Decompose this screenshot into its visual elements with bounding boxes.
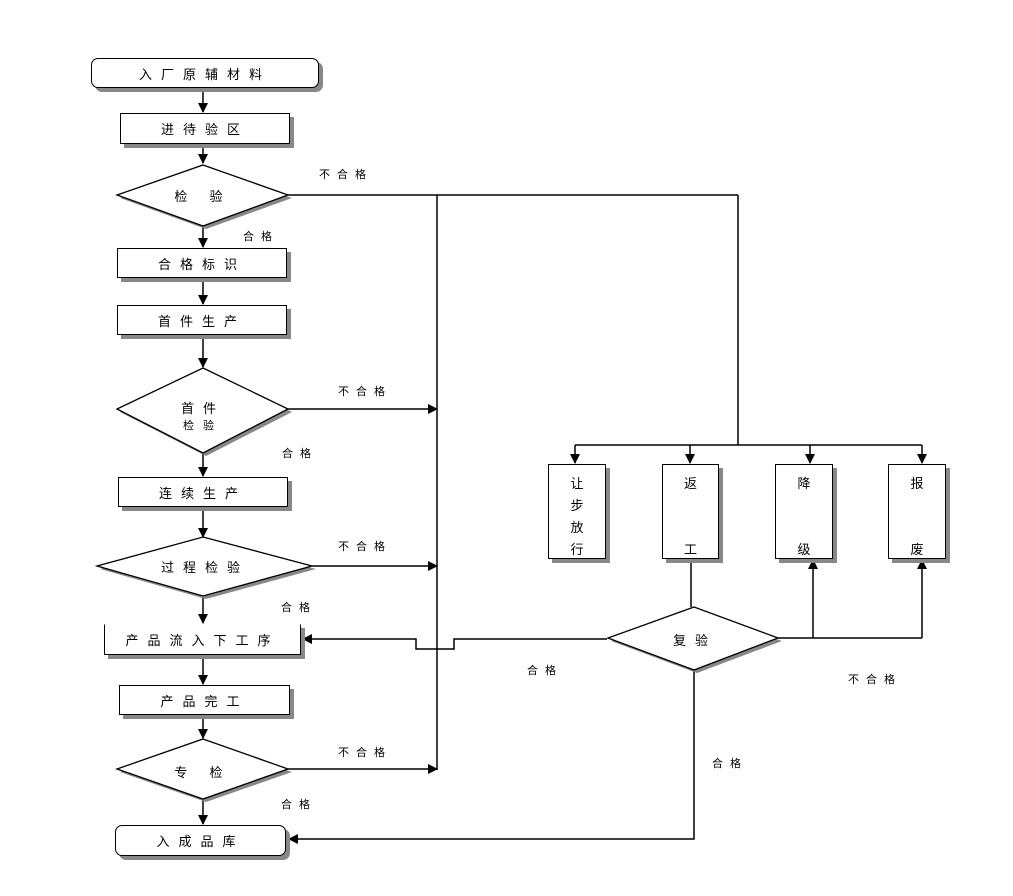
label-process-pass: 合格 — [281, 601, 317, 614]
char: 返 — [683, 477, 697, 492]
node-label: 产品完工 — [160, 694, 249, 710]
node-label: 连续生产 — [158, 486, 247, 502]
node-next-process: 产品流入下工序 — [104, 624, 301, 655]
label-process-fail: 不合格 — [338, 540, 392, 553]
node-qualified-mark: 合格标识 — [117, 248, 287, 278]
node-first-piece-production: 首件生产 — [117, 305, 287, 335]
node-continuous-production: 连续生产 — [118, 477, 288, 507]
diamond-first-piece-inspection — [115, 367, 290, 454]
label-reinspection-fail: 不合格 — [848, 673, 902, 686]
char: 降 — [797, 477, 811, 492]
label-special-pass: 合格 — [281, 798, 317, 811]
node-label: 入成品库 — [156, 835, 245, 850]
diamond-process-label: 过程检验 — [160, 561, 249, 576]
diamond-reinspection-label: 复验 — [672, 634, 717, 649]
node-pending-area: 进待验区 — [120, 113, 290, 144]
diamond-inspection — [115, 164, 290, 227]
node-label: 合格标识 — [157, 257, 246, 273]
node-label: 产品流入下工序 — [125, 634, 280, 649]
diamond-special-inspection — [115, 738, 290, 800]
node-scrap: 报 废 — [888, 464, 946, 559]
char: 工 — [683, 543, 697, 558]
label-reinspection-pass-left: 合格 — [527, 664, 563, 677]
label-reinspection-pass-down: 合格 — [712, 757, 748, 770]
char: 级 — [797, 543, 811, 558]
arrow-reinspection-to-warehouse — [288, 670, 695, 844]
diamond-inspection-label: 检 验 — [174, 190, 232, 205]
char: 行 — [570, 543, 584, 558]
char: 让 — [570, 477, 584, 492]
node-finished-warehouse: 入成品库 — [115, 825, 286, 856]
label-fpi-pass: 合格 — [282, 447, 318, 460]
node-label: 进待验区 — [160, 123, 249, 138]
diamond-reinspection — [606, 606, 780, 671]
node-label: 入厂原辅材料 — [138, 67, 271, 83]
node-concession-release: 让 步 放 行 — [548, 464, 606, 559]
diamond-fpi-label-line1: 首件 — [180, 402, 225, 417]
diamond-special-label: 专 检 — [174, 766, 232, 781]
node-label: 首件生产 — [157, 314, 246, 330]
label-inspection-pass: 合格 — [243, 230, 279, 243]
arrow-reinspection-to-next-process — [302, 634, 607, 650]
char: 报 — [910, 477, 924, 492]
char: 放 — [570, 521, 584, 536]
char: 步 — [570, 499, 584, 514]
node-downgrade: 降 级 — [775, 464, 833, 559]
diamond-process-inspection — [94, 536, 315, 597]
label-inspection-fail: 不合格 — [319, 168, 373, 181]
diamond-fpi-label-line2: 检验 — [183, 419, 223, 432]
label-special-fail: 不合格 — [338, 746, 392, 759]
label-fpi-fail: 不合格 — [338, 385, 392, 398]
node-raw-materials: 入厂原辅材料 — [91, 58, 319, 88]
node-product-completion: 产品完工 — [119, 685, 290, 715]
char: 废 — [910, 543, 924, 558]
node-rework: 返 工 — [662, 464, 719, 559]
